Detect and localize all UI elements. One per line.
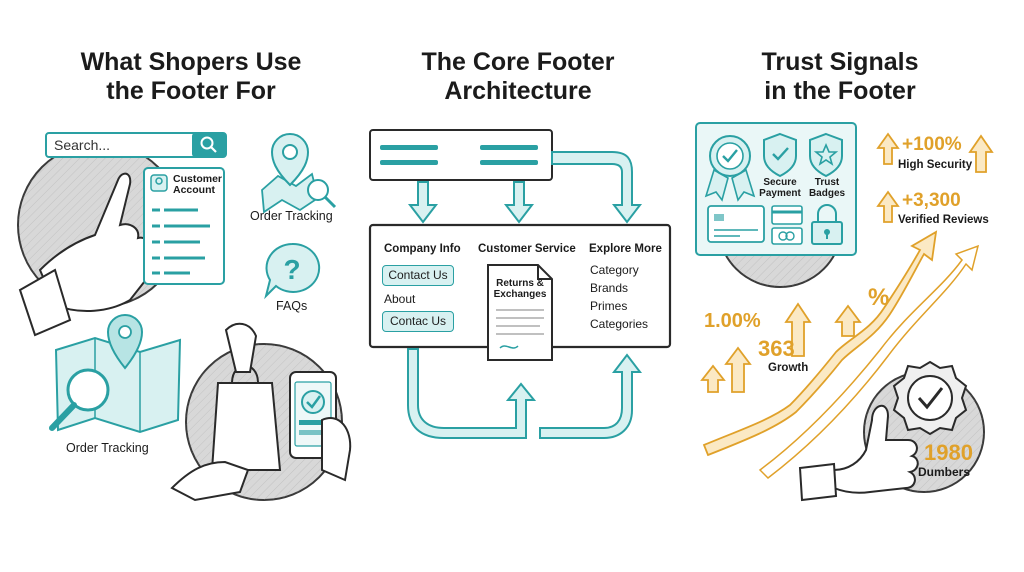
trust-badges-line2: Badges [808,188,846,199]
returns-document-icon [487,264,553,361]
secure-payment-line1: Secure [763,177,797,188]
about-link[interactable]: About [384,292,416,306]
growth-label: Growth [768,362,809,374]
contact-us-link[interactable]: Contact Us [382,265,454,286]
flow-arrow-loop-left [407,348,537,439]
award-ribbon-icon [704,135,756,202]
flow-arrow-service [503,181,535,224]
panel-title-architecture-line1: The Core Footer [421,48,615,76]
hand-pointer-icon [18,172,156,337]
shopping-bag-icon [170,322,282,502]
returns-exchanges-line2: Exchanges [493,289,547,300]
svg-text:?: ? [283,254,300,285]
growth-number-value: 363 [758,336,795,361]
map-magnifier-icon [49,314,182,434]
growth-trend-line [702,230,980,479]
contac-us-link[interactable]: Contac Us [382,311,454,332]
customer-service-heading: Customer Service [478,243,576,255]
verified-badge-icon [892,360,968,436]
faqs-label: FAQs [276,299,308,313]
phone-checkmark-icon [289,371,352,482]
flow-arrow-company [407,181,439,224]
map-pin-icon [261,133,337,214]
explore-link-category[interactable]: Category [590,263,639,277]
credit-card-icon [707,205,765,243]
panel-title-shoppers-line2: the Footer For [106,77,276,105]
search-input[interactable]: Search... [54,137,111,153]
percent-sign: % [868,284,890,311]
panel-title-shoppers-line1: What Shopers Use [80,48,302,76]
returns-exchanges-label: Returns & Exchanges [493,278,547,300]
flow-arrow-loop-right [539,353,643,439]
flow-arrow-explore [551,151,643,224]
stat-verified-reviews-value: +3,300 [902,190,961,211]
secure-shield-icon [763,132,797,178]
growth-arrows-icon [700,302,862,393]
panel-title-architecture: The Core Footer Architecture [388,48,648,106]
customer-account-label: Customer Account [173,174,222,196]
stat-verified-reviews-label: Verified Reviews [898,214,989,226]
explore-link-brands[interactable]: Brands [590,281,629,295]
thumbs-up-icon [798,405,919,502]
trust-badges-label: Trust Badges [806,177,848,199]
search-icon [200,136,217,153]
panel-title-trust-line2: in the Footer [764,77,916,105]
stat-high-security-label: High Security [898,159,973,171]
panel-title-trust-line1: Trust Signals [761,48,919,76]
question-icon: ? [264,242,321,300]
customer-account-label-line2: Account [173,184,215,196]
company-info-heading: Company Info [384,243,461,255]
secure-payment-label: Secure Payment [758,177,802,199]
bottom-stat-value: 1980 [924,440,973,465]
stat2-arrow-icon [876,190,900,223]
secure-payment-line2: Payment [759,188,801,199]
customer-account-label-line1: Customer [173,173,223,185]
search-bar [45,132,227,158]
footer-header-bar [369,129,553,181]
panel-title-architecture-line2: Architecture [444,77,592,105]
returns-exchanges-line1: Returns & [496,278,544,289]
trust-badges-line1: Trust [814,177,840,188]
padlock-icon [811,204,843,245]
order-tracking-label-top: Order Tracking [250,209,333,223]
explore-link-categories[interactable]: Categories [590,317,649,331]
customer-account-card [143,167,225,285]
payment-card-icon [771,205,803,245]
order-tracking-label-bottom: Order Tracking [66,441,149,455]
panel-title-shoppers: What Shopers Use the Footer For [66,48,316,106]
panel-title-trust: Trust Signals in the Footer [730,48,950,106]
stat1-arrows-icon [876,132,994,173]
explore-link-primes[interactable]: Primes [590,299,628,313]
stat-high-security-value: +100% [902,134,962,155]
explore-more-heading: Explore More [589,243,662,255]
bottom-stat-label: Dumbers [918,465,971,479]
trust-shield-star-icon [809,132,843,178]
growth-percent-value: 1.00% [704,310,761,332]
